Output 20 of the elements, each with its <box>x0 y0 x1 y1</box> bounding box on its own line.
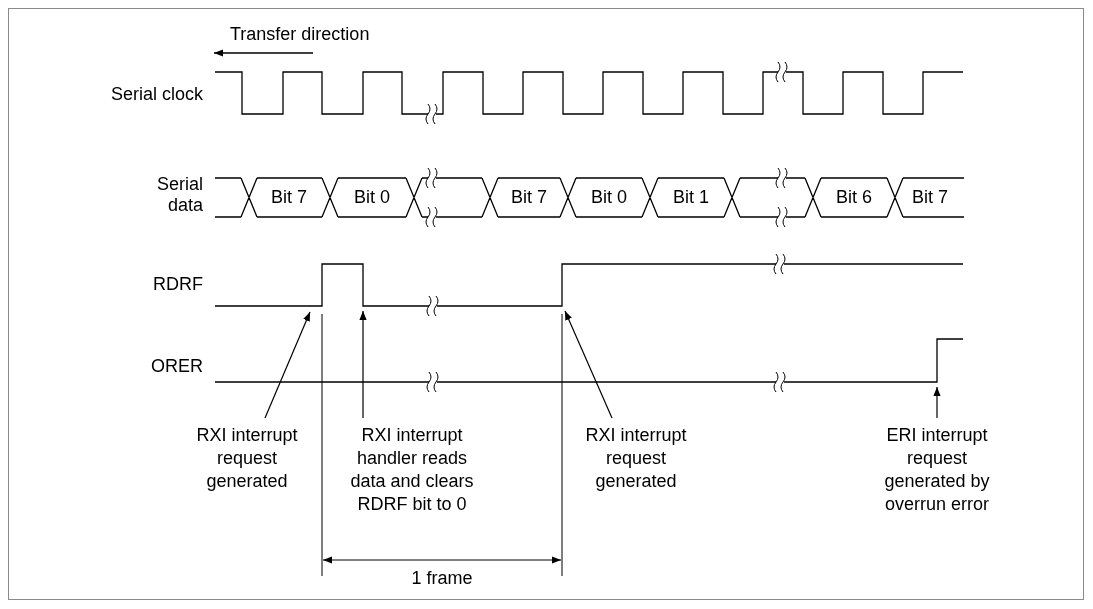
bit-label: Bit 7 <box>911 187 949 208</box>
callout-text: ERI interrupt request generated by overrun error <box>867 424 1007 516</box>
callout-text: RXI interrupt handler reads data and clears RDRF bit to 0 <box>342 424 482 516</box>
bit-label: Bit 1 <box>672 187 710 208</box>
signal-name: Serial data <box>155 174 204 216</box>
bit-label: Bit 7 <box>270 187 308 208</box>
callout-text: RXI interrupt request generated <box>177 424 317 493</box>
bit-label: Bit 0 <box>353 187 391 208</box>
signal-name: Serial clock <box>109 84 204 105</box>
leader-line <box>933 386 941 419</box>
leader-line <box>359 310 367 419</box>
bit-label: Bit 7 <box>510 187 548 208</box>
direction-label: Transfer direction <box>229 24 371 45</box>
signal-name: ORER <box>150 356 204 377</box>
bit-label: Bit 0 <box>590 187 628 208</box>
bit-label: Bit 6 <box>835 187 873 208</box>
callout-text: RXI interrupt request generated <box>566 424 706 493</box>
signal-name: RDRF <box>152 274 204 295</box>
leader-line <box>264 311 311 419</box>
leader-line <box>564 310 613 419</box>
